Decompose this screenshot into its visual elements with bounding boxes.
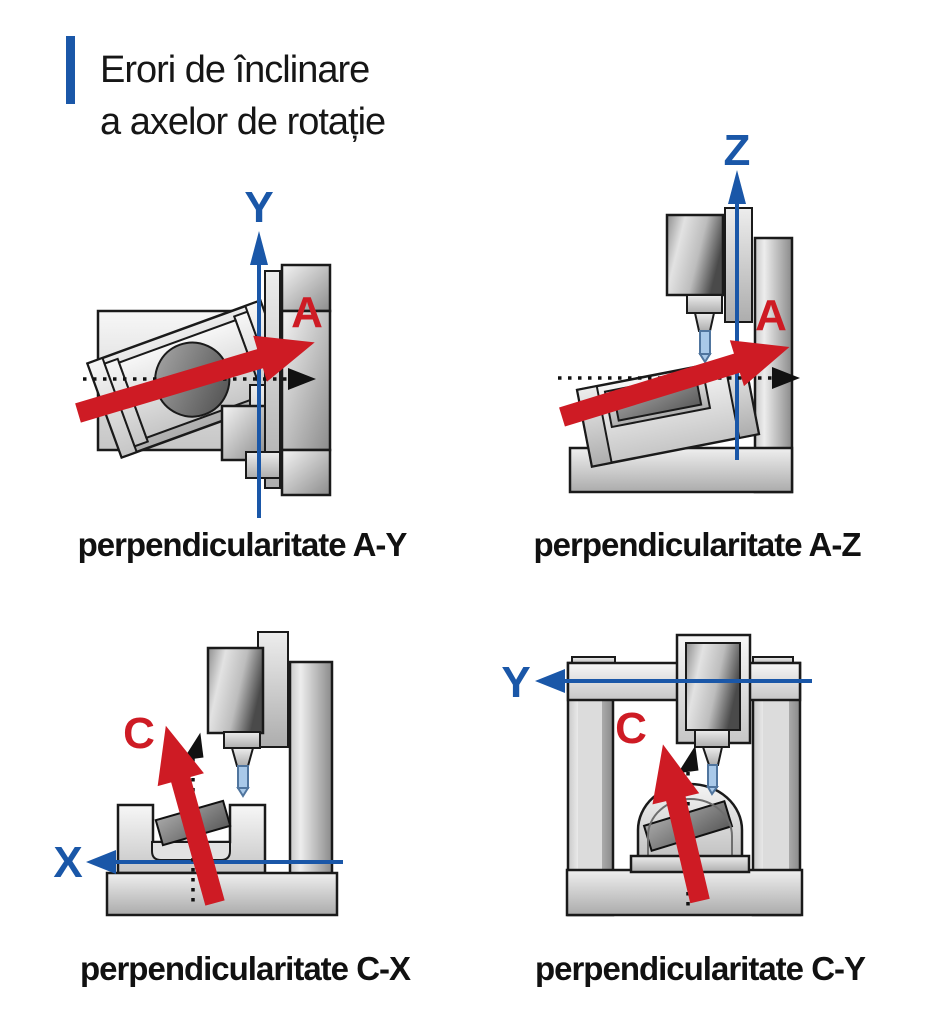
page-title-line1: Erori de înclinare [100,49,369,91]
panel-a-y: Y A perpendicularitate A-Y [75,183,408,563]
caption-a-z: perpendicularitate A-Z [534,526,862,563]
spindle-head [206,646,265,735]
z-axis-arrowhead [728,170,746,204]
a-axis-label: A [291,288,323,337]
ideal-axis-arrowhead [288,368,316,390]
x-axis-arrowhead [86,850,116,874]
panel-c-x: X C perpendicularitate C-X [53,631,412,987]
caption-c-x: perpendicularitate C-X [80,950,411,987]
panel-a-z: Z A perpendicularitate A-Z [534,126,863,563]
z-axis-label: Z [724,126,751,175]
y-axis-arrowhead [535,669,565,693]
a-axis-label: A [755,291,787,340]
spindle-head [685,642,741,731]
c-axis-label: C [615,704,647,753]
panel-c-y: Y C perpendicularitate C-Y [501,633,867,987]
y-axis-arrowhead [250,231,268,265]
caption-a-y: perpendicularitate A-Y [78,526,408,563]
caption-c-y: perpendicularitate C-Y [535,950,866,987]
a-axis-arrow [75,335,315,423]
tool-bit [706,764,719,796]
c-axis-arrow [652,744,710,904]
c-axis-arrow [157,725,225,906]
y-axis-label: Y [244,183,273,232]
tool-bit [698,330,712,364]
tool-bit [236,765,250,798]
dome-inner-line [647,798,733,858]
ideal-axis-arrowhead [772,367,800,389]
a-axis-arrow [559,340,790,427]
spindle-head [665,213,725,297]
y-axis-label: Y [501,658,530,707]
title-block: Erori de înclinare a axelor de rotație [66,36,386,143]
page-title-line2: a axelor de rotație [100,101,385,143]
x-axis-label: X [53,838,82,887]
title-accent-bar [66,36,75,104]
ideal-axis-arrowhead [677,745,699,774]
c-axis-label: C [123,709,155,758]
machine-column [288,660,334,894]
